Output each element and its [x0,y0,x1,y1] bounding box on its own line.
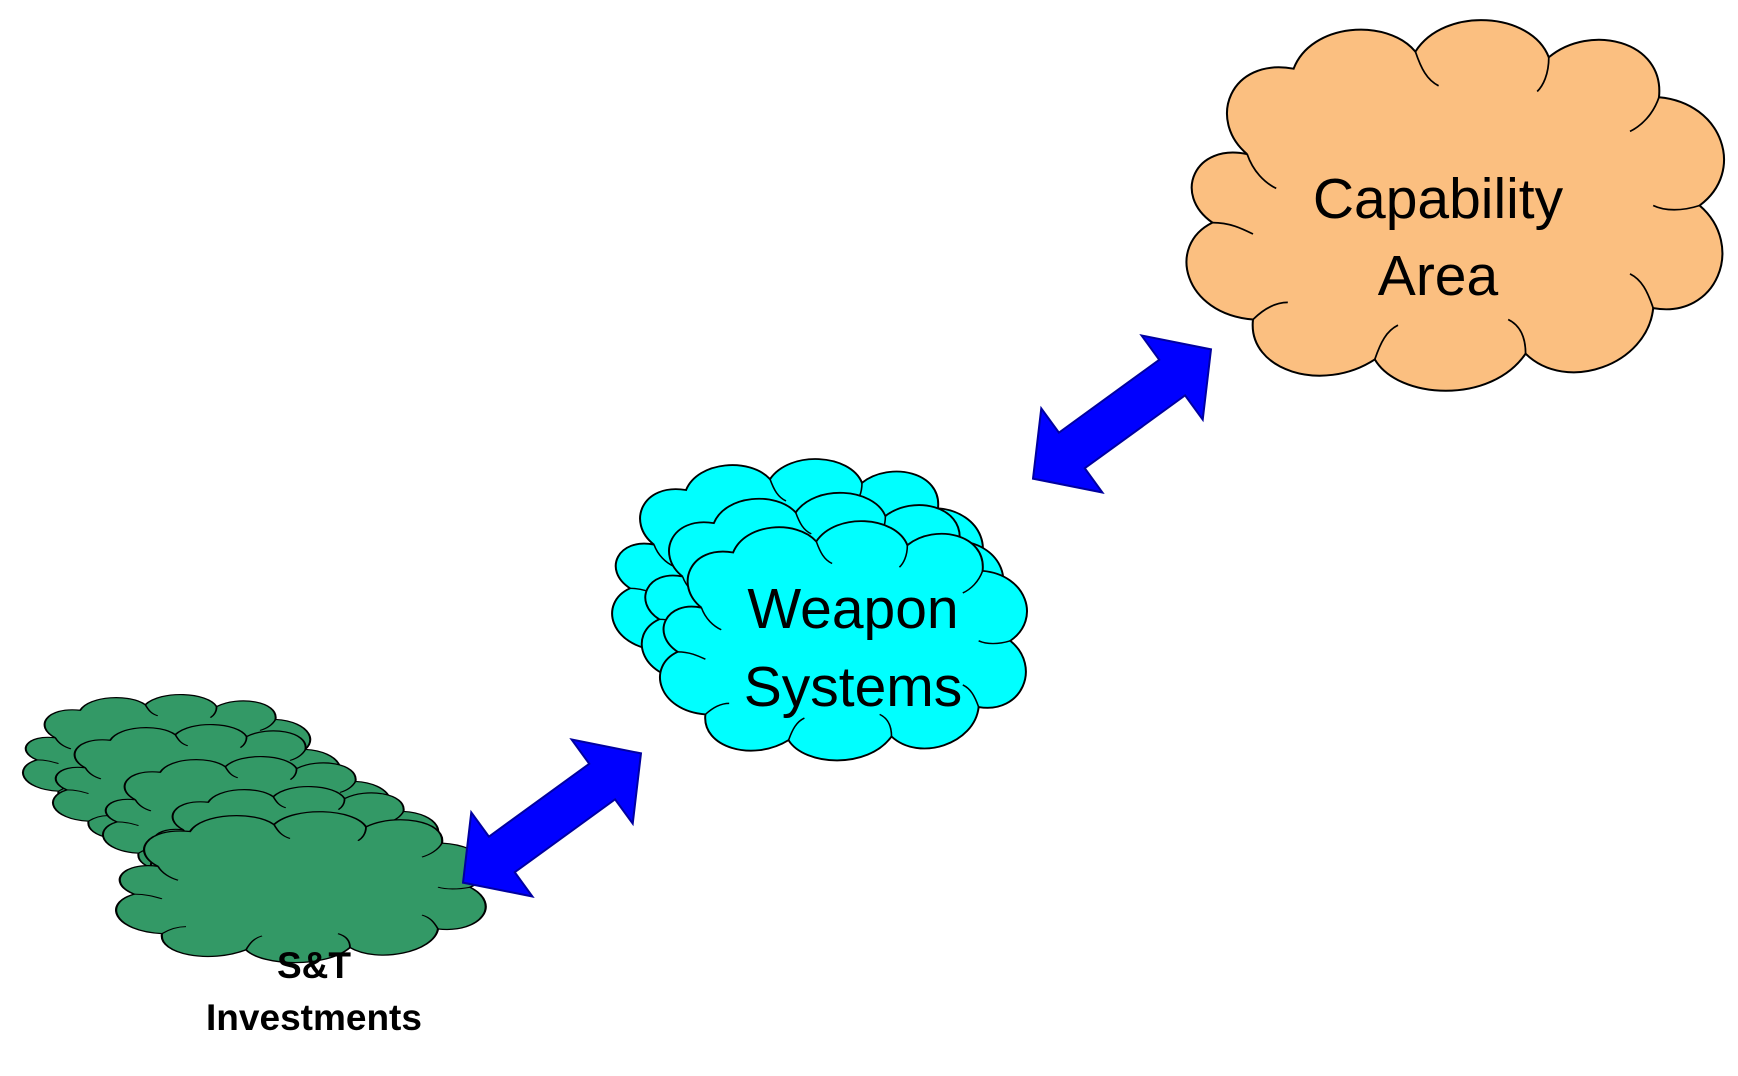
st-investments-cloud-stack: S&T Investments [21,693,488,1038]
capability-label-line-1: Capability [1313,167,1564,231]
capability-area-cloud: Capability Area [1185,18,1726,393]
weapon-label-line-1: Weapon [747,577,958,641]
st-label-line-2: Investments [206,997,422,1038]
weapon-systems-cloud-stack: Weapon Systems [611,458,1028,762]
capability-label-line-2: Area [1378,244,1499,308]
double-arrow-weapon-capability [1001,306,1243,522]
st-cloud-front [115,810,488,964]
st-label-line-1: S&T [277,945,351,986]
weapon-label-line-2: Systems [744,655,963,719]
